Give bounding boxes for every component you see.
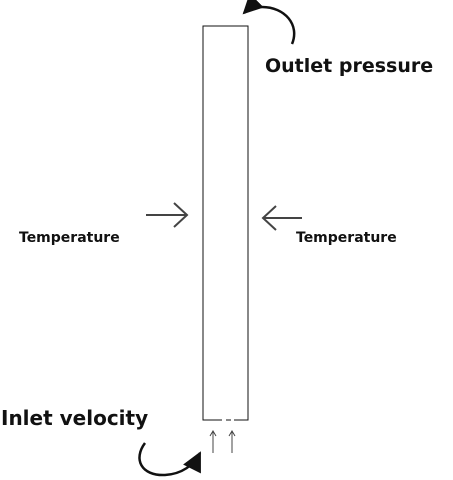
inlet-velocity-label: Inlet velocity xyxy=(1,406,149,430)
inlet-curved-arrow xyxy=(138,442,202,477)
temperature-right-label: Temperature xyxy=(296,230,397,246)
inlet-up-arrow-left xyxy=(209,430,217,453)
temperature-left-arrow xyxy=(146,202,189,228)
inlet-up-arrow-right xyxy=(228,430,236,453)
temperature-left-label: Temperature xyxy=(19,230,120,246)
temperature-right-arrow xyxy=(261,205,302,231)
outlet-curved-arrow xyxy=(242,0,296,45)
outlet-pressure-label: Outlet pressure xyxy=(265,55,434,77)
pipe-channel xyxy=(202,25,249,421)
